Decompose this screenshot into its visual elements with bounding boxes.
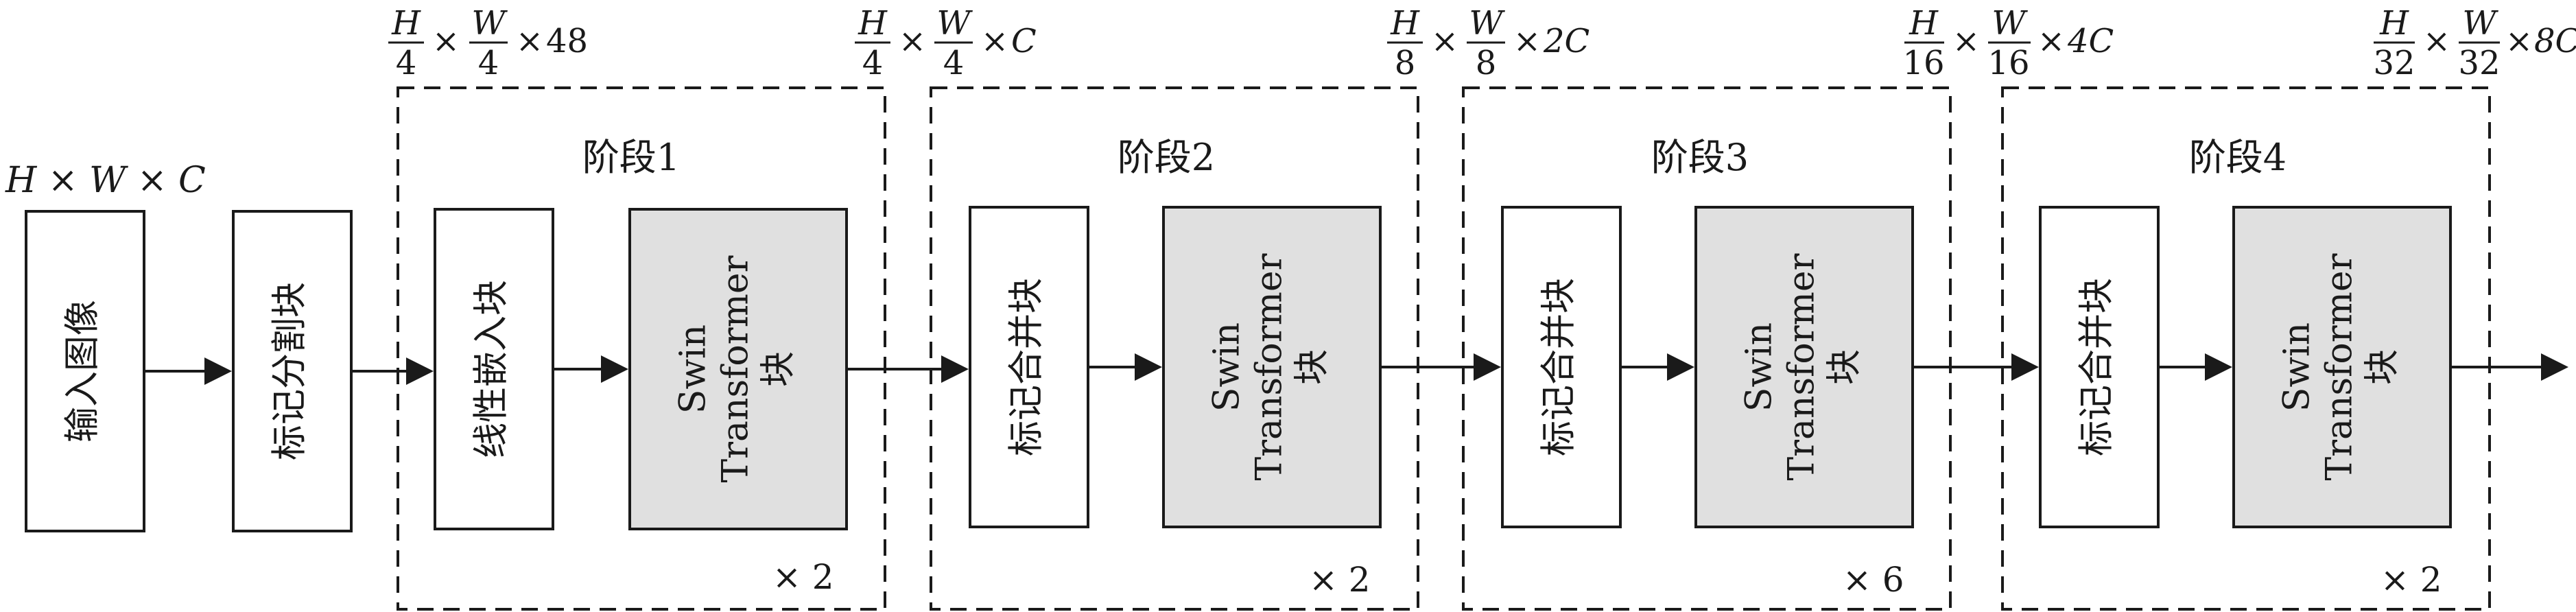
svg-text:16: 16	[1902, 44, 1944, 82]
svg-text:×: ×	[2505, 22, 2533, 60]
stage-2: 阶段2 H 4 × W 4 × C 标记合并块 Swin Transformer…	[855, 4, 1419, 611]
svg-text:×: ×	[981, 22, 1008, 60]
stage-1-embed-label: 线性嵌入块	[471, 280, 512, 458]
svg-text:8: 8	[1395, 44, 1416, 82]
stage-4-repeat: × 2	[2380, 560, 2442, 600]
svg-text:块: 块	[1292, 349, 1333, 385]
stage-3-transformer-label: Swin Transformer 块	[1739, 253, 1865, 480]
stage-1-label: 阶段1	[582, 136, 680, 179]
stage-1-transformer-label: Swin Transformer 块	[673, 255, 799, 482]
svg-text:16: 16	[1987, 44, 2029, 82]
stage-4-transformer-label: Swin Transformer 块	[2277, 253, 2403, 480]
patch-partition-label: 标记分割块	[270, 282, 311, 460]
svg-text:×: ×	[2037, 22, 2065, 60]
svg-text:4: 4	[478, 44, 499, 82]
stage-1-input-dim: H 4 × W 4 × 48	[388, 4, 588, 82]
output-dim: H 32 × W 32 × 8C	[2373, 4, 2576, 82]
svg-text:32: 32	[2458, 44, 2500, 82]
stage-3: 阶段3 H 8 × W 8 × 2C 标记合并块 Swin Transforme…	[1387, 4, 1952, 611]
stage-4-input-dim: H 16 × W 16 × 4C	[1902, 4, 2114, 82]
svg-text:块: 块	[1824, 349, 1865, 385]
svg-text:2C: 2C	[1543, 22, 1590, 60]
svg-text:Swin: Swin	[2277, 322, 2318, 412]
svg-text:×: ×	[1513, 22, 1541, 60]
stage-1-repeat: × 2	[772, 557, 834, 597]
svg-text:块: 块	[758, 351, 799, 387]
svg-text:×: ×	[1431, 22, 1458, 60]
svg-text:48: 48	[546, 22, 588, 60]
svg-text:Transformer: Transformer	[1782, 253, 1823, 480]
svg-text:块: 块	[2362, 349, 2403, 385]
patch-partition-block: 标记分割块	[232, 210, 353, 532]
svg-text:4: 4	[943, 44, 965, 82]
input-image-label: 输入图像	[62, 300, 104, 443]
svg-text:32: 32	[2373, 44, 2415, 82]
svg-text:Swin: Swin	[1739, 322, 1780, 412]
svg-text:4C: 4C	[2067, 22, 2114, 60]
svg-text:×: ×	[899, 22, 926, 60]
svg-text:W: W	[1992, 4, 2028, 43]
svg-text:Swin: Swin	[673, 325, 714, 414]
input-dim-label: H × W × C	[5, 160, 206, 201]
svg-text:×: ×	[1952, 22, 1980, 60]
svg-text:W: W	[936, 4, 973, 43]
svg-text:H: H	[391, 4, 421, 43]
stage-2-merge-label: 标记合并块	[1006, 278, 1048, 456]
stage-1: 阶段1 H 4 × W 4 × 48 线性嵌入块 Swin Transforme…	[388, 4, 886, 611]
svg-text:4: 4	[396, 44, 417, 82]
svg-text:×: ×	[516, 22, 543, 60]
stage-4-merge-label: 标记合并块	[2077, 278, 2118, 456]
stage-3-frame	[1462, 86, 1952, 611]
stage-3-merge-label: 标记合并块	[1539, 278, 1580, 456]
stage-1-frame	[397, 86, 886, 611]
svg-text:8: 8	[1476, 44, 1497, 82]
stage-2-frame	[930, 86, 1419, 611]
stage-2-label: 阶段2	[1118, 136, 1215, 179]
svg-text:H: H	[1390, 4, 1420, 43]
stage-2-input-dim: H 4 × W 4 × C	[855, 4, 1037, 82]
stage-3-repeat: × 6	[1843, 560, 1904, 600]
svg-text:W: W	[1469, 4, 1505, 43]
svg-text:4: 4	[862, 44, 884, 82]
stage-3-label: 阶段3	[1651, 136, 1749, 179]
svg-text:W: W	[2462, 4, 2498, 43]
svg-text:Transformer: Transformer	[2319, 253, 2361, 480]
svg-text:Swin: Swin	[1207, 322, 1248, 412]
input-image-block: 输入图像	[25, 210, 145, 532]
svg-text:H: H	[1909, 4, 1939, 43]
svg-text:×: ×	[432, 22, 460, 60]
stage-4-frame	[2001, 86, 2491, 611]
stage-2-transformer-label: Swin Transformer 块	[1207, 253, 1333, 480]
svg-text:H: H	[858, 4, 888, 43]
svg-text:W: W	[471, 4, 508, 43]
svg-text:×: ×	[2423, 22, 2450, 60]
stage-4: 阶段4 H 16 × W 16 × 4C 标记合并块 Swin Transfor…	[1902, 4, 2491, 611]
stage-3-input-dim: H 8 × W 8 × 2C	[1387, 4, 1590, 82]
svg-text:C: C	[1011, 22, 1037, 60]
svg-text:Transformer: Transformer	[716, 255, 757, 482]
svg-text:H: H	[2379, 4, 2409, 43]
svg-text:Transformer: Transformer	[1249, 253, 1290, 480]
svg-text:8C: 8C	[2534, 22, 2576, 60]
stage-2-repeat: × 2	[1309, 560, 1371, 600]
stage-4-label: 阶段4	[2189, 136, 2287, 179]
